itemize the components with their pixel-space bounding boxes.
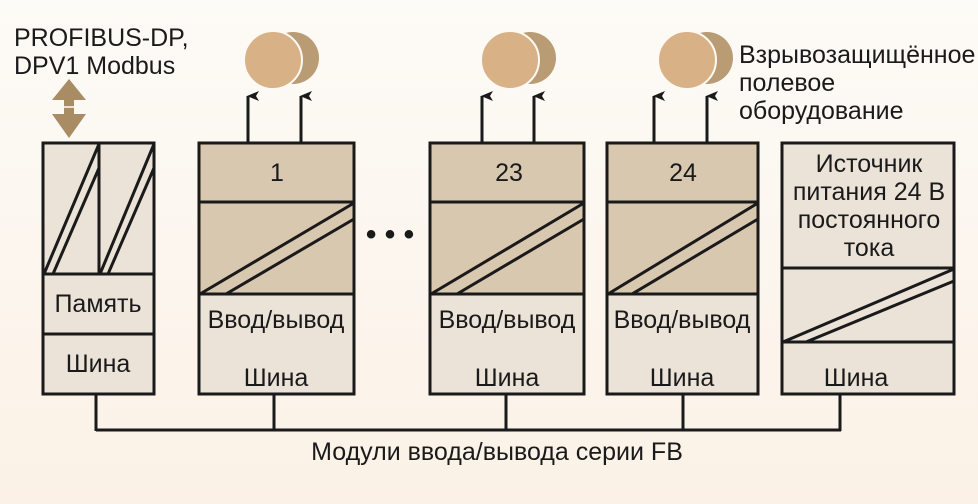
protocol-label-line2: DPV1 Modbus: [14, 52, 175, 80]
module-number: 24: [669, 159, 697, 187]
power-label-line3: постоянного: [798, 206, 941, 234]
caption: Модули ввода/вывода серии FB: [311, 438, 683, 466]
module-number: 23: [495, 159, 523, 187]
io-module-1: 1 Ввод/вывод Шина: [197, 141, 356, 396]
power-label-line2: питания 24 В: [793, 178, 945, 206]
io-label: Ввод/вывод: [614, 306, 751, 334]
bidirectional-arrow-icon: [52, 79, 86, 138]
field-equipment-line1: Взрывозащищённое: [739, 41, 975, 69]
field-equipment-line3: оборудование: [739, 97, 904, 125]
ellipsis: • • •: [366, 218, 414, 251]
field-device-icon: [480, 30, 556, 90]
field-equipment-line2: полевое: [739, 69, 835, 97]
memory-label: Память: [54, 290, 141, 318]
io-label: Ввод/вывод: [208, 306, 345, 334]
controller-bus-label: Шина: [66, 350, 131, 378]
io-module-24: 24 Ввод/вывод Шина: [605, 141, 760, 396]
field-device-icon: [243, 30, 319, 90]
field-device-icon: [657, 30, 733, 90]
power-supply-module: Источник питания 24 В постоянного тока Ш…: [780, 141, 956, 396]
power-label-line1: Источник: [816, 150, 924, 178]
bus-label: Шина: [650, 364, 715, 392]
controller-module: Память Шина: [41, 141, 156, 396]
protocol-label-line1: PROFIBUS-DP,: [14, 24, 189, 52]
bus-label: Шина: [244, 364, 309, 392]
io-label: Ввод/вывод: [439, 306, 576, 334]
bus-line: [94, 395, 842, 432]
bus-label: Шина: [475, 364, 540, 392]
io-module-23: 23 Ввод/вывод Шина: [428, 141, 586, 396]
bus-label: Шина: [824, 364, 889, 392]
output-arrows: [246, 91, 718, 142]
power-label-line4: тока: [844, 234, 895, 262]
module-number: 1: [270, 159, 284, 187]
